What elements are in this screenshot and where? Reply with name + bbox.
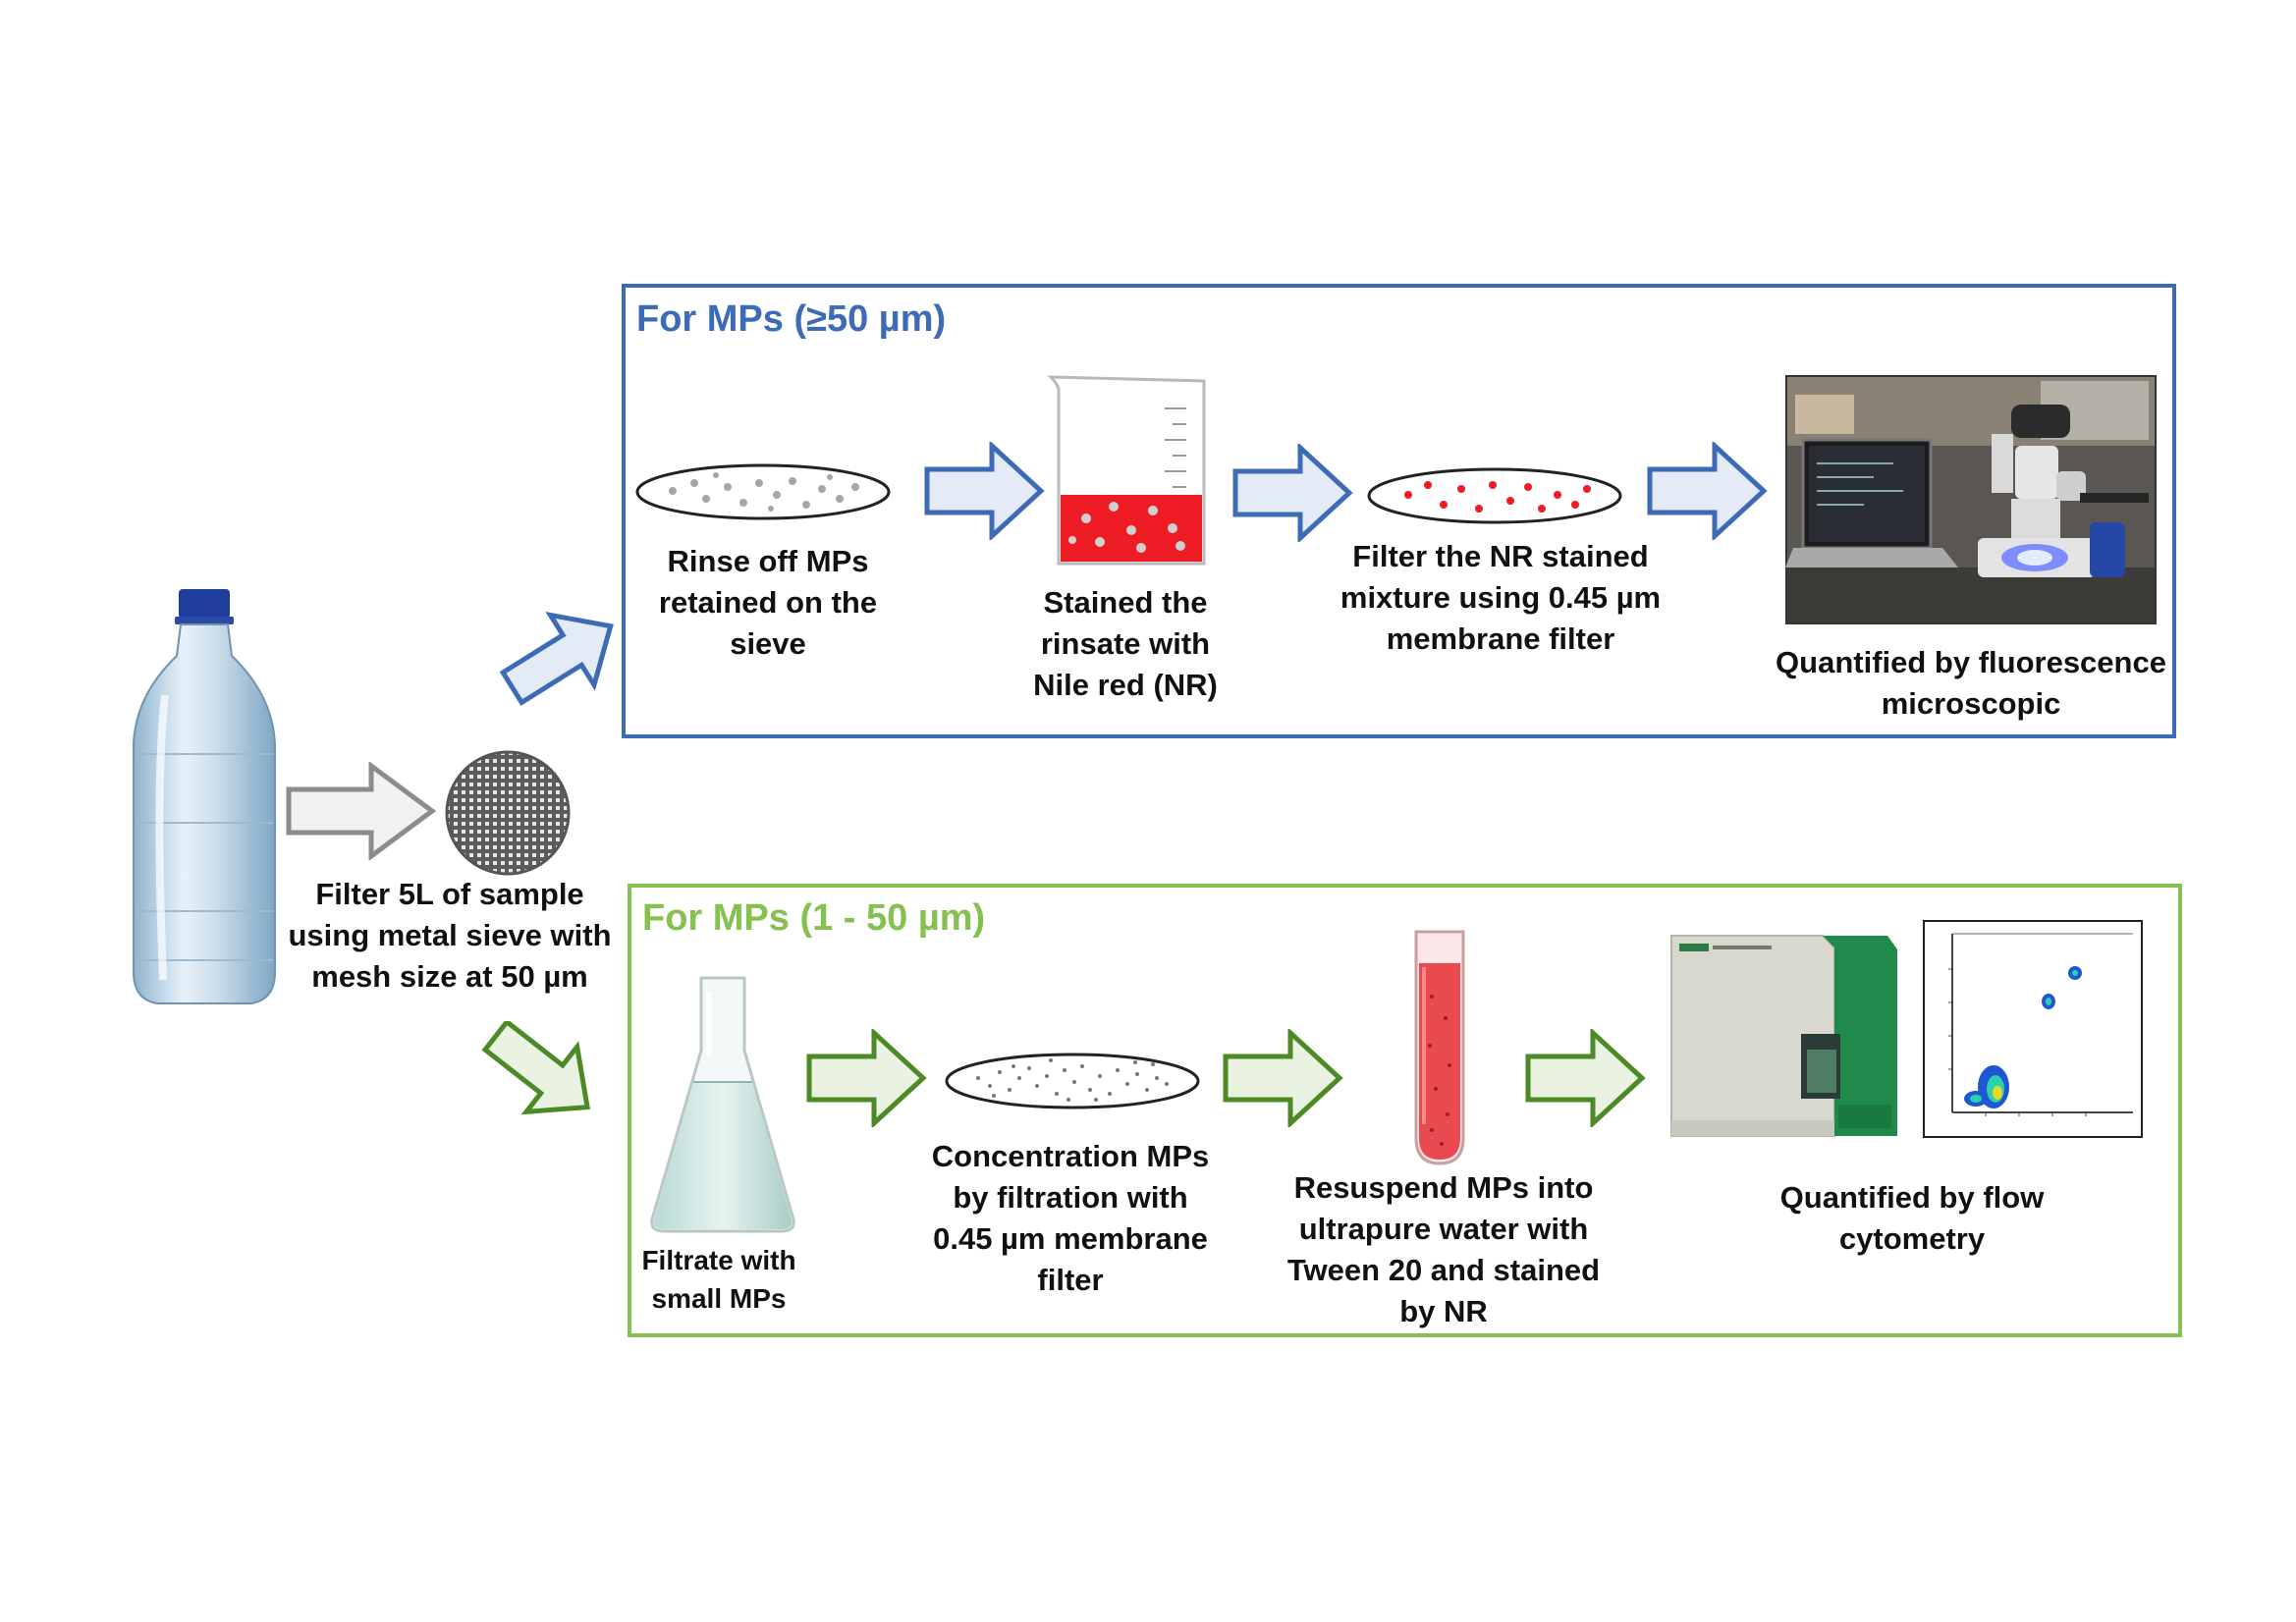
green-arrow-3-icon (1524, 1029, 1646, 1127)
source-step-label: Filter 5L of sample using metal sieve wi… (288, 877, 612, 994)
blue-arrow-2-icon (1231, 444, 1353, 542)
large-step-4-label: Quantified by fluorescence microscopic (1776, 645, 2166, 721)
membrane-filter-disc-icon (943, 1051, 1202, 1111)
green-arrow-1-icon (805, 1029, 927, 1127)
large-step-1-label: Rinse off MPs retained on the sieve (658, 544, 878, 661)
blue-branch-arrow-icon (496, 609, 624, 707)
large-step-3-label: Filter the NR stained mixture using 0.45… (1339, 539, 1662, 656)
water-bottle-icon (126, 587, 283, 1011)
blue-arrow-1-icon (923, 442, 1045, 540)
rinse-disc-icon (633, 461, 893, 522)
small-step-2-label: Concentration MPs by filtration with 0.4… (931, 1139, 1210, 1297)
erlenmeyer-flask-icon (644, 972, 801, 1237)
test-tube-icon (1410, 928, 1469, 1167)
large-step-2-label: Stained the rinsate with Nile red (NR) (1033, 585, 1218, 702)
green-branch-arrow-icon (476, 1021, 604, 1119)
small-step-4-label: Quantified by flow cytometry (1779, 1180, 2045, 1256)
metal-sieve-icon (444, 749, 572, 877)
small-step-3-label: Resuspend MPs into ultrapure water with … (1286, 1170, 1601, 1328)
flow-cytometer-icon (1666, 928, 1901, 1146)
small-step-1-label: Filtrate with small MPs (641, 1245, 796, 1314)
cytometry-plot-icon (1923, 920, 2143, 1138)
fluorescence-microscope-icon (1785, 375, 2157, 624)
small-mps-panel-title: For MPs (1 - 50 µm) (642, 897, 986, 939)
beaker-icon (1043, 373, 1220, 569)
grey-arrow-icon (285, 762, 436, 860)
green-arrow-2-icon (1222, 1029, 1343, 1127)
stained-disc-icon (1365, 465, 1624, 526)
blue-arrow-3-icon (1646, 442, 1768, 540)
large-mps-panel-title: For MPs (≥50 µm) (636, 298, 947, 340)
